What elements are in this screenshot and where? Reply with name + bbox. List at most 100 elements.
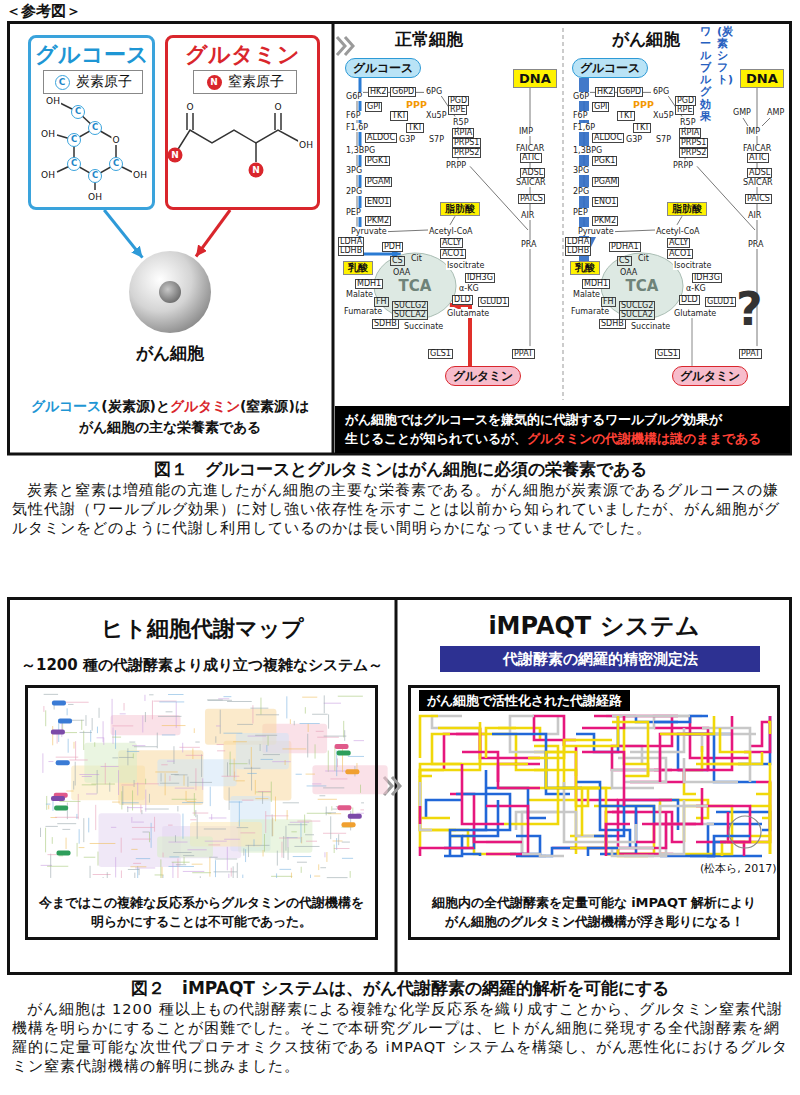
map-line xyxy=(144,695,145,701)
map-line xyxy=(312,783,321,784)
map-line xyxy=(324,852,325,857)
pathway-trace xyxy=(528,800,576,854)
chevron xyxy=(345,37,353,55)
pathway-line xyxy=(677,216,682,225)
map-line xyxy=(326,807,327,816)
node-text: DNA xyxy=(519,71,551,86)
map-line xyxy=(255,780,256,795)
pathway-label: LDHB xyxy=(338,246,364,256)
pathway-line xyxy=(385,230,428,232)
map-line xyxy=(250,708,268,709)
map-line xyxy=(224,839,240,840)
map-line xyxy=(282,748,306,749)
map-line xyxy=(84,857,96,858)
pathway-trace xyxy=(696,842,744,856)
pathway-label: RPIA xyxy=(679,128,701,138)
map-line xyxy=(168,866,193,867)
node-text: がん細胞 xyxy=(108,342,232,365)
map-line xyxy=(217,744,224,745)
lactate-box: 乳酸 xyxy=(570,261,600,275)
figure-caption: 図２ iMPAQT システムは、がん代謝酵素の網羅的解析を可能にする xyxy=(0,977,800,1000)
map-line xyxy=(210,787,211,806)
node-text: 乳酸 xyxy=(348,262,368,274)
map-tag-mark xyxy=(51,730,65,735)
pathway-trace xyxy=(462,854,480,856)
pathway-label: PKM2 xyxy=(365,216,391,226)
pathway-trace xyxy=(612,716,672,770)
pathway-label: IDH3G xyxy=(465,273,495,283)
map-line xyxy=(334,747,335,771)
map-tag-mark xyxy=(337,805,351,810)
pathway-label: TKT xyxy=(406,123,424,133)
map-tag-mark xyxy=(56,760,70,765)
pathway-label: G3P xyxy=(398,135,416,144)
map-line xyxy=(78,794,79,819)
map-line xyxy=(66,838,67,849)
map-box: 今まではこの複雑な反応系からグルタミンの代謝機構を 明らかにすることは不可能であ… xyxy=(25,685,378,940)
caption-line: グルコース(炭素源)とグルタミン(窒素源)は xyxy=(10,398,330,416)
map-line xyxy=(121,870,122,878)
pathway-trace xyxy=(486,728,516,758)
pathway-label: OAA xyxy=(392,268,411,277)
flow-arrow xyxy=(104,210,142,258)
map-line xyxy=(88,818,89,833)
map-tag-mark xyxy=(51,796,65,801)
molecule-bond xyxy=(186,113,188,130)
map-line xyxy=(97,852,98,866)
pathway-label: PEP xyxy=(345,208,362,217)
map-line xyxy=(50,854,51,878)
map-line xyxy=(130,866,146,867)
pathway-label: FH xyxy=(374,297,389,307)
map-line xyxy=(121,791,122,809)
map-line xyxy=(290,719,291,724)
map-line xyxy=(194,793,195,816)
map-line xyxy=(40,828,41,837)
map-line xyxy=(168,694,183,695)
pathway-label: AMP xyxy=(766,108,785,117)
pathway-label: ACO1 xyxy=(667,249,693,259)
map-line xyxy=(258,791,271,792)
map-line xyxy=(320,867,326,868)
panel-divider xyxy=(395,598,398,974)
map-line xyxy=(333,840,343,841)
pathway-trace xyxy=(716,812,770,830)
map-line xyxy=(62,829,70,830)
pathway-label: G6PD xyxy=(390,87,416,97)
map-line xyxy=(318,864,319,870)
map-line xyxy=(66,791,73,792)
node-text: 細胞内の全代謝酵素を定量可能な iMPAQT 解析により がん細胞のグルタミン代… xyxy=(415,893,773,931)
pathway-label: IMP xyxy=(518,127,534,136)
map-line xyxy=(324,736,347,737)
body-text: 炭素と窒素は増殖能の亢進したがん細胞の主要な栄養素である。がん細胞が炭素源である… xyxy=(12,481,790,538)
map-line xyxy=(133,822,144,823)
chevron xyxy=(337,37,345,55)
pathway-label: R5P xyxy=(679,118,696,127)
map-line xyxy=(176,702,177,728)
map-line xyxy=(272,761,291,762)
map-line xyxy=(352,808,353,815)
map-line xyxy=(291,831,296,832)
map-line xyxy=(137,783,138,796)
molecule-bond xyxy=(175,130,300,154)
map-line xyxy=(239,801,240,826)
pathway-label: FAICAR xyxy=(515,144,545,153)
pathway-trace xyxy=(618,746,642,764)
map-line xyxy=(222,776,240,777)
map-tag-mark xyxy=(342,822,356,827)
pathway-label: Fumarate xyxy=(343,307,383,316)
map-line xyxy=(59,855,63,856)
node-text: 代謝酵素の網羅的精密測定法 xyxy=(503,650,698,669)
map-line xyxy=(324,695,325,713)
pathway-label: F6P xyxy=(572,111,589,120)
map-line xyxy=(182,743,183,753)
map-line xyxy=(122,802,139,803)
map-line xyxy=(183,855,194,856)
map-line xyxy=(118,770,119,795)
map-line xyxy=(134,780,135,787)
map-line xyxy=(228,874,229,878)
map-line xyxy=(194,728,195,733)
map-line xyxy=(41,865,52,866)
map-line xyxy=(300,723,320,724)
map-line xyxy=(79,829,80,844)
pathway-trace xyxy=(660,716,714,734)
